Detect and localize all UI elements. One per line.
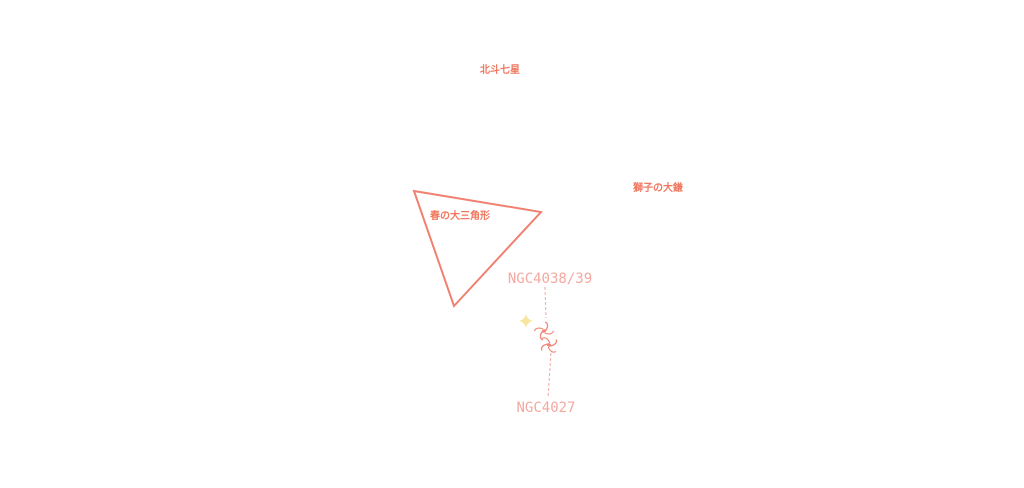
ngc4027-label: NGC4027 [516,400,575,416]
four-point-star-icon [519,314,533,328]
ngc4027-galaxy-icon [540,337,558,353]
sickle-of-leo-label: 獅子の大鎌 [632,181,683,194]
ngc4038-galaxy-icon [533,321,555,341]
spring-triangle-label: 春の大三角形 [430,209,490,222]
big-dipper-label: 北斗七星 [480,63,520,76]
ngc4038-label: NGC4038/39 [508,271,592,287]
spring-triangle-outline [412,189,543,308]
ngc4027-leader-line [547,352,552,399]
ngc4038-leader-line [544,286,547,319]
